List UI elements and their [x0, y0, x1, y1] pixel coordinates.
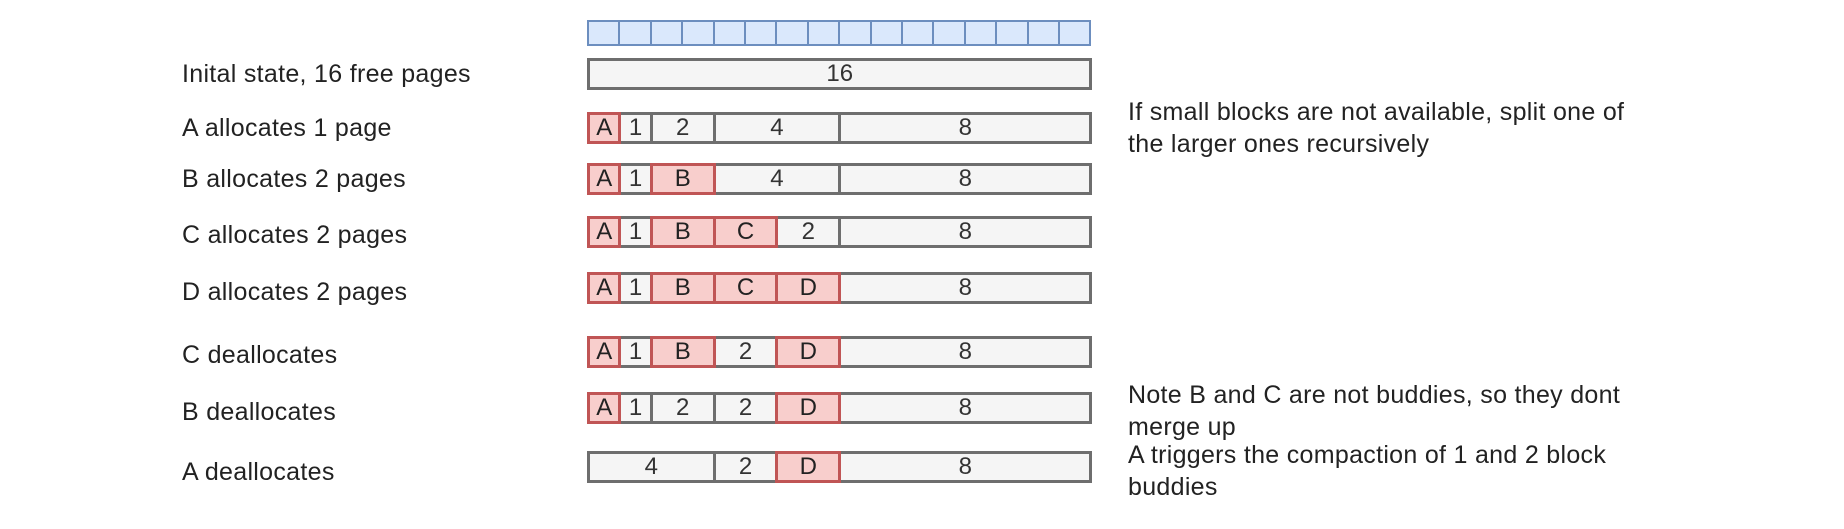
page-cell: [1058, 20, 1092, 46]
block-cell: B: [649, 272, 716, 304]
block-cell: C: [712, 272, 779, 304]
page-cell: [995, 20, 1029, 46]
page-cell: [681, 20, 715, 46]
page-cell: [838, 20, 872, 46]
page-cell: [806, 20, 841, 46]
row-label-b-allocates: B allocates 2 pages: [182, 165, 406, 193]
block-cell: A: [587, 392, 622, 424]
note-compaction: A triggers the compaction of 1 and 2 blo…: [1128, 439, 1606, 503]
page-cell: [869, 20, 903, 46]
block-cell: B: [649, 216, 716, 248]
block-cell: 4: [587, 451, 716, 483]
block-cell: A: [587, 112, 622, 144]
block-cell: D: [775, 336, 842, 368]
note-not-buddies: Note B and C are not buddies, so they do…: [1128, 379, 1620, 443]
note-split-line-1: If small blocks are not available, split…: [1128, 98, 1625, 126]
block-cell: 8: [838, 451, 1093, 483]
block-cell: D: [775, 451, 842, 483]
page-cell: [1026, 20, 1060, 46]
page-cell: [963, 20, 998, 46]
block-cell: 4: [712, 163, 842, 195]
row-label-a-allocates: A allocates 1 page: [182, 114, 392, 142]
row-label-d-allocates: D allocates 2 pages: [182, 278, 408, 306]
block-cell: 2: [649, 112, 716, 144]
block-cell: B: [649, 163, 716, 195]
note-compaction-line-2: buddies: [1128, 473, 1218, 501]
note-split-line-2: the larger ones recursively: [1128, 130, 1430, 158]
note-split: If small blocks are not available, split…: [1128, 96, 1624, 160]
block-cell: 1: [618, 216, 653, 248]
block-cell: 1: [618, 112, 653, 144]
block-cell: A: [587, 163, 622, 195]
block-cell: 1: [618, 163, 653, 195]
block-cell: B: [649, 336, 716, 368]
page-cell: [587, 20, 621, 46]
page-cell: [649, 20, 684, 46]
block-cell: 2: [712, 336, 779, 368]
block-cell: D: [775, 392, 842, 424]
page-cell: [775, 20, 809, 46]
page-cell: [744, 20, 778, 46]
block-cell: A: [587, 336, 622, 368]
block-cell: 8: [838, 272, 1093, 304]
row-label-a-deallocates: A deallocates: [182, 458, 335, 486]
block-cell: 4: [712, 112, 842, 144]
block-cell: 8: [838, 163, 1093, 195]
block-cell: 8: [838, 216, 1093, 248]
block-cell: 2: [775, 216, 842, 248]
block-cell: C: [712, 216, 779, 248]
note-compaction-line-1: A triggers the compaction of 1 and 2 blo…: [1128, 441, 1607, 469]
note-not-buddies-line-1: Note B and C are not buddies, so they do…: [1128, 381, 1621, 409]
row-label-b-deallocates: B deallocates: [182, 398, 336, 426]
page-cell: [712, 20, 746, 46]
block-cell: 1: [618, 336, 653, 368]
row-label-initial: Inital state, 16 free pages: [182, 60, 471, 88]
row-label-c-deallocates: C deallocates: [182, 341, 338, 369]
block-cell: 2: [712, 392, 779, 424]
block-cell: 8: [838, 336, 1093, 368]
block-cell: D: [775, 272, 842, 304]
block-cell: 1: [618, 392, 653, 424]
block-cell: A: [587, 272, 622, 304]
page-cell: [901, 20, 935, 46]
block-cell: 8: [838, 392, 1093, 424]
note-not-buddies-line-2: merge up: [1128, 413, 1237, 441]
page-cell: [618, 20, 652, 46]
block-cell: 8: [838, 112, 1093, 144]
block-cell: A: [587, 216, 622, 248]
block-cell: 2: [712, 451, 779, 483]
row-label-c-allocates: C allocates 2 pages: [182, 221, 408, 249]
block-cell: 16: [587, 58, 1093, 90]
page-cell: [932, 20, 966, 46]
block-cell: 2: [649, 392, 716, 424]
block-cell: 1: [618, 272, 653, 304]
